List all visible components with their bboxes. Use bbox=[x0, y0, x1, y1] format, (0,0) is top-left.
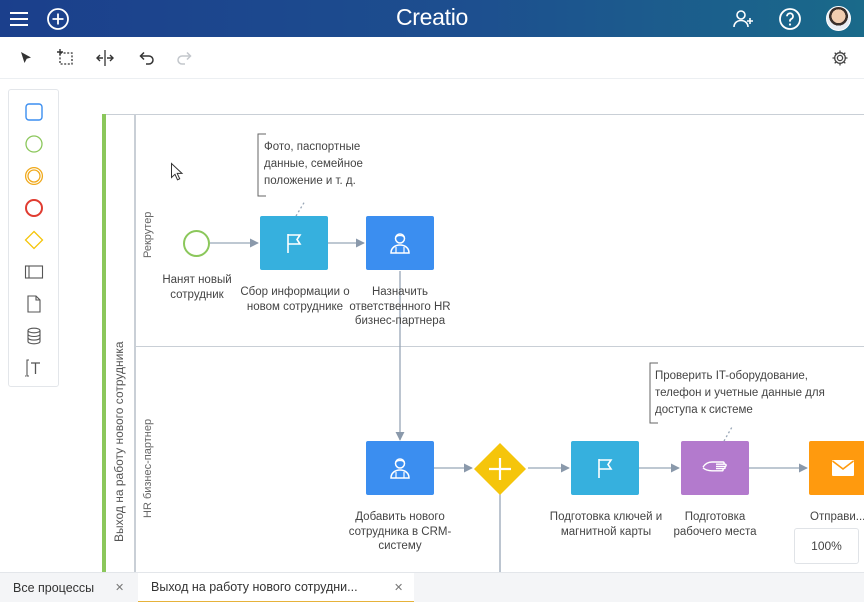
lane-header-border bbox=[134, 114, 135, 572]
user-task-icon bbox=[390, 233, 410, 254]
lane-title-recruiter: Рекрутер bbox=[142, 211, 154, 258]
task-collect-info[interactable] bbox=[260, 216, 328, 270]
tab-current-process[interactable]: Выход на работу нового сотрудни... ✕ bbox=[138, 573, 414, 602]
task-assign-hr[interactable] bbox=[366, 216, 434, 270]
close-icon[interactable]: ✕ bbox=[394, 582, 404, 594]
plus-circle-icon[interactable] bbox=[45, 6, 71, 32]
flag-icon bbox=[598, 459, 613, 478]
annotation-note-1[interactable]: Фото, паспортные данные, семейное положе… bbox=[264, 141, 363, 187]
start-event[interactable] bbox=[183, 230, 210, 257]
user-task-icon bbox=[390, 458, 410, 479]
bottom-tab-bar: Все процессы ✕ Выход на работу нового со… bbox=[0, 572, 864, 602]
tab-all-processes[interactable]: Все процессы ✕ bbox=[0, 573, 136, 602]
lane-title-hr-partner: HR бизнес-партнер bbox=[142, 418, 154, 518]
database-icon[interactable] bbox=[20, 322, 48, 350]
annotation-note-2[interactable]: Проверить IT-оборудование, телефон и уче… bbox=[655, 370, 825, 416]
mail-icon bbox=[832, 460, 854, 476]
flag-icon bbox=[287, 234, 302, 253]
avatar[interactable] bbox=[826, 6, 851, 31]
pool-header bbox=[106, 114, 136, 584]
task-prepare-workplace-label: Подготовка рабочего места bbox=[673, 511, 757, 538]
redo-icon[interactable] bbox=[173, 46, 197, 70]
task-prepare-keys[interactable] bbox=[571, 441, 639, 495]
pool-top-border bbox=[134, 114, 864, 115]
pointer-icon[interactable] bbox=[14, 46, 38, 70]
menu-icon[interactable] bbox=[6, 6, 32, 32]
document-icon[interactable] bbox=[20, 290, 48, 318]
tab-current-process-label: Выход на работу нового сотрудни... bbox=[151, 580, 358, 594]
top-bar: Creatio bbox=[0, 0, 864, 37]
close-icon[interactable]: ✕ bbox=[115, 582, 125, 594]
gateway-icon[interactable] bbox=[20, 226, 48, 254]
lane-icon[interactable] bbox=[20, 258, 48, 286]
task-prepare-keys-label: Подготовка ключей и магнитной карты bbox=[549, 511, 663, 538]
mouse-cursor-icon bbox=[171, 162, 184, 181]
space-tool-icon[interactable] bbox=[93, 46, 117, 70]
designer-toolbar bbox=[0, 37, 864, 79]
zoom-level[interactable]: 100% bbox=[794, 528, 859, 564]
intermediate-event-icon[interactable] bbox=[20, 162, 48, 190]
task-collect-info-label: Сбор информации о новом сотруднике bbox=[240, 286, 350, 313]
element-palette bbox=[8, 89, 59, 387]
manual-task-hand-icon bbox=[702, 461, 727, 472]
parallel-gateway[interactable] bbox=[472, 441, 528, 497]
undo-icon[interactable] bbox=[134, 46, 158, 70]
pool-title: Выход на работу нового сотрудника bbox=[112, 341, 126, 542]
pool-accent-bar bbox=[102, 114, 106, 584]
task-send-email[interactable] bbox=[809, 441, 864, 495]
task-add-to-crm[interactable] bbox=[366, 441, 434, 495]
lane-divider bbox=[134, 346, 864, 347]
settings-icon[interactable] bbox=[828, 46, 852, 70]
lasso-select-icon[interactable] bbox=[54, 46, 78, 70]
task-send-email-label: Отправи... bbox=[810, 511, 864, 523]
start-event-icon[interactable] bbox=[20, 130, 48, 158]
task-prepare-workplace[interactable] bbox=[681, 441, 749, 495]
end-event-icon[interactable] bbox=[20, 194, 48, 222]
tab-all-processes-label: Все процессы bbox=[13, 581, 95, 595]
task-shape-icon[interactable] bbox=[20, 98, 48, 126]
start-event-label: Нанят новый сотрудник bbox=[162, 274, 232, 301]
process-pool[interactable] bbox=[102, 114, 864, 584]
help-icon[interactable] bbox=[777, 6, 803, 32]
text-annotation-icon[interactable] bbox=[20, 354, 48, 382]
add-user-icon[interactable] bbox=[730, 6, 756, 32]
task-assign-hr-label: Назначить ответственного HR бизнес-партн… bbox=[349, 286, 451, 327]
task-add-to-crm-label: Добавить нового сотрудника в CRM-систему bbox=[348, 511, 452, 552]
